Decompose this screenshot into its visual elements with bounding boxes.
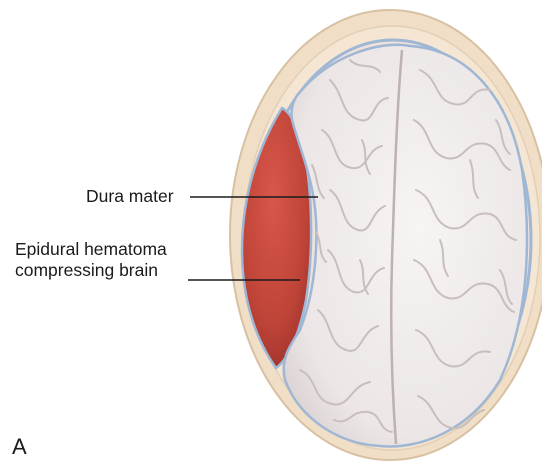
- dura-mater-label: Dura mater: [86, 186, 174, 207]
- epidural-hematoma-label: Epidural hematoma compressing brain: [15, 239, 167, 281]
- epidural-hematoma-label-line2: compressing brain: [15, 260, 167, 281]
- panel-letter: A: [12, 434, 27, 460]
- epidural-hematoma-label-line1: Epidural hematoma: [15, 239, 167, 260]
